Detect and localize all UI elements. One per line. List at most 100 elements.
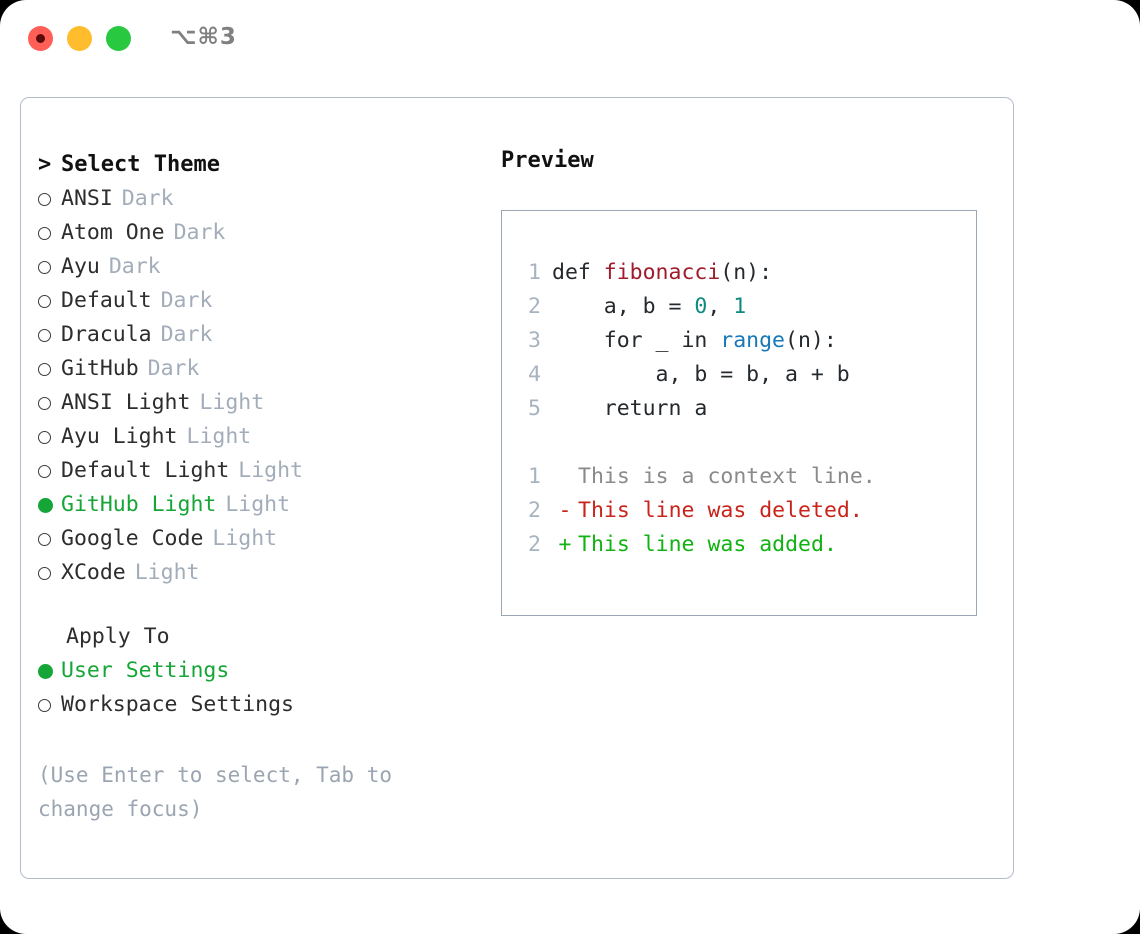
theme-item-label: XCode <box>61 560 126 585</box>
code-line: 3 for _ in range(n): <box>502 324 976 358</box>
diff-line-number: 2 <box>528 532 541 557</box>
diff-line-text: This line was added. <box>578 532 837 557</box>
theme-item-label: Ayu <box>61 254 100 279</box>
radio-unselected-icon[interactable] <box>38 522 61 556</box>
recording-dot-icon <box>36 34 45 43</box>
apply-to-item-label: User Settings <box>61 658 230 683</box>
radio-unselected-icon[interactable] <box>38 420 61 454</box>
code-line-number: 2 <box>528 294 541 319</box>
theme-list-item[interactable]: GitHub Light Light <box>38 488 488 522</box>
radio-circle-icon <box>38 465 51 478</box>
code-line: 4 a, b = b, a + b <box>502 358 976 392</box>
radio-selected-icon[interactable] <box>38 654 61 688</box>
radio-unselected-icon[interactable] <box>38 250 61 284</box>
theme-list-item[interactable]: Ayu Dark <box>38 250 488 284</box>
caret-icon: > <box>38 152 52 177</box>
theme-item-label: Dracula <box>61 322 152 347</box>
code-token-plain: , <box>707 294 734 319</box>
titlebar: ⌥⌘3 <box>0 0 1140 78</box>
diff-marker-ctx <box>552 460 578 494</box>
diff-sample: 1 This is a context line.2-This line was… <box>502 460 976 562</box>
preview-title: Preview <box>501 148 594 173</box>
theme-item-label: Google Code <box>61 526 204 551</box>
diff-line-number: 1 <box>528 464 541 489</box>
theme-item-variant-tag: Light <box>238 458 304 483</box>
diff-line-text: This line was deleted. <box>578 498 863 523</box>
radio-unselected-icon[interactable] <box>38 454 61 488</box>
radio-circle-icon <box>38 498 53 513</box>
apply-to-title: Apply To <box>66 624 170 649</box>
radio-circle-icon <box>38 431 51 444</box>
code-token-plain: for _ in <box>552 328 721 353</box>
theme-item-label: GitHub <box>61 356 139 381</box>
radio-circle-icon <box>38 533 51 546</box>
theme-item-label: Ayu Light <box>61 424 178 449</box>
theme-item-label: Default <box>61 288 152 313</box>
theme-item-label: GitHub Light <box>61 492 217 517</box>
radio-circle-icon <box>38 567 51 580</box>
theme-item-variant-tag: Light <box>225 492 291 517</box>
diff-line: 2-This line was deleted. <box>502 494 976 528</box>
radio-circle-icon <box>38 227 51 240</box>
code-token-call: range <box>720 328 786 353</box>
code-token-plain: (n): <box>785 328 837 353</box>
radio-unselected-icon[interactable] <box>38 284 61 318</box>
radio-circle-icon <box>38 397 51 410</box>
radio-circle-icon <box>38 193 51 206</box>
minimize-button-icon[interactable] <box>67 26 92 51</box>
radio-selected-icon[interactable] <box>38 488 61 522</box>
code-line-number: 5 <box>528 396 541 421</box>
theme-picker-header: > Select Theme <box>38 148 488 182</box>
code-token-fn: fibonacci <box>603 260 721 285</box>
diff-line-text: This is a context line. <box>578 464 876 489</box>
radio-unselected-icon[interactable] <box>38 182 61 216</box>
apply-to-item[interactable]: User Settings <box>38 654 488 688</box>
radio-unselected-icon[interactable] <box>38 556 61 590</box>
code-line-number: 1 <box>528 260 541 285</box>
theme-picker-title: Select Theme <box>61 152 220 177</box>
theme-list-item[interactable]: Default Dark <box>38 284 488 318</box>
code-token-num: 0 <box>694 294 708 319</box>
code-line: 5 return a <box>502 392 976 426</box>
theme-item-variant-tag: Dark <box>160 322 213 347</box>
theme-list-item[interactable]: Dracula Dark <box>38 318 488 352</box>
code-token-plain: return a <box>552 396 708 421</box>
code-line-number: 3 <box>528 328 541 353</box>
code-line-number: 4 <box>528 362 541 387</box>
apply-to-header: Apply To <box>38 620 488 654</box>
diff-line-number: 2 <box>528 498 541 523</box>
theme-item-label: Atom One <box>61 220 165 245</box>
theme-item-label: ANSI Light <box>61 390 191 415</box>
code-token-plain: def <box>552 260 604 285</box>
close-button-icon[interactable] <box>28 26 53 51</box>
radio-unselected-icon[interactable] <box>38 216 61 250</box>
radio-unselected-icon[interactable] <box>38 688 61 722</box>
keyboard-hint: (Use Enter to select, Tab to change focu… <box>38 763 393 821</box>
theme-item-variant-tag: Light <box>212 526 278 551</box>
radio-unselected-icon[interactable] <box>38 352 61 386</box>
keyboard-shortcut-label: ⌥⌘3 <box>170 24 237 50</box>
theme-item-variant-tag: Dark <box>108 254 161 279</box>
apply-to-item[interactable]: Workspace Settings <box>38 688 488 722</box>
radio-unselected-icon[interactable] <box>38 386 61 420</box>
theme-list-item[interactable]: Google Code Light <box>38 522 488 556</box>
diff-line: 1 This is a context line. <box>502 460 976 494</box>
section-spacer <box>38 590 488 620</box>
maximize-button-icon[interactable] <box>106 26 131 51</box>
radio-unselected-icon[interactable] <box>38 318 61 352</box>
theme-item-variant-tag: Dark <box>160 288 213 313</box>
